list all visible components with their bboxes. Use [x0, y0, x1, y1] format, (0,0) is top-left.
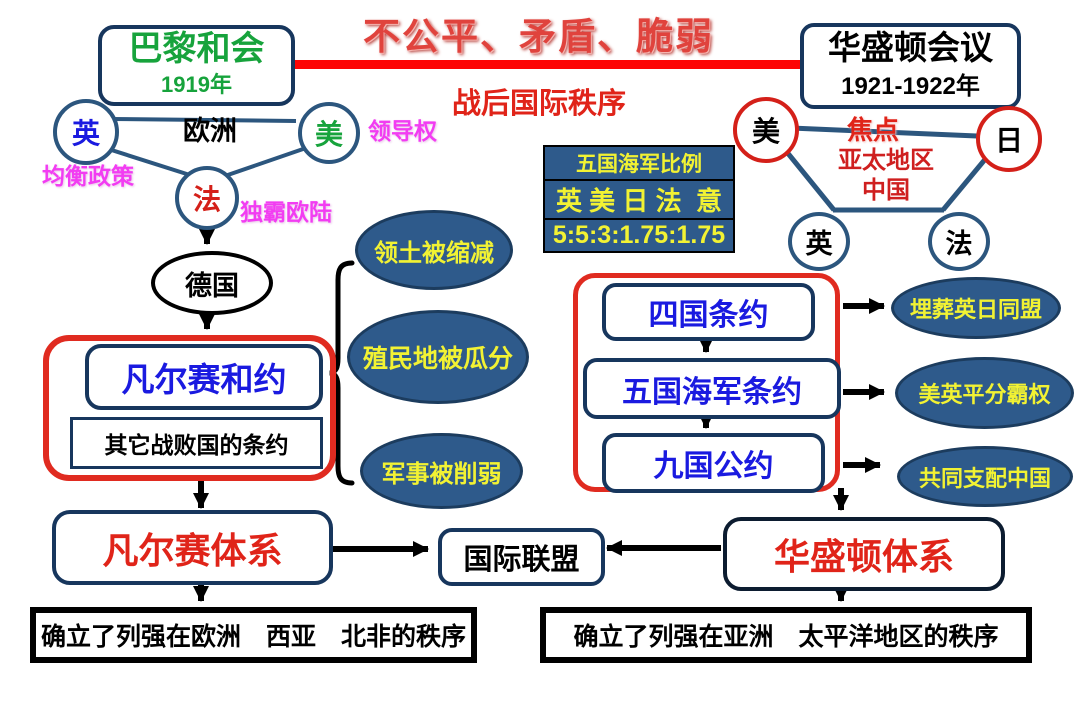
- washington-jp-circle: 日: [976, 106, 1042, 172]
- washington-conference-title: 华盛顿会议: [828, 29, 993, 67]
- banner-subtitle: 战后国际秩序: [452, 88, 627, 120]
- washington-conference-box: 华盛顿会议 1921-1922年: [800, 23, 1021, 109]
- washington-trapezoid-lines: [780, 125, 989, 213]
- washington-outcome-box: 确立了列强在亚洲 太平洋地区的秩序: [540, 607, 1032, 663]
- washington-jp-label: 日: [994, 125, 1023, 156]
- paris-conference-year: 1919年: [161, 72, 232, 98]
- paris-conference-box: 巴黎和会 1919年: [98, 25, 295, 106]
- washington-uk-circle: 英: [788, 212, 850, 271]
- effect-hegemony-label: 美英平分霸权: [918, 382, 1051, 407]
- effect-alliance-label: 埋葬英日同盟: [909, 297, 1042, 322]
- banner-slogan: 不公平、矛盾、脆弱: [363, 16, 714, 57]
- washington-uk-label: 英: [805, 229, 833, 259]
- effect-alliance-ellipse: 埋葬英日同盟: [891, 277, 1061, 339]
- nine-power-treaty-label: 九国公约: [653, 450, 774, 483]
- paris-uk-circle: 英: [53, 99, 119, 165]
- league-of-nations-box: 国际联盟: [438, 528, 605, 586]
- paris-us-circle: 美: [298, 102, 360, 164]
- germany-label: 德国: [185, 270, 239, 301]
- washington-us-circle: 美: [733, 97, 799, 163]
- effect-china-ellipse: 共同支配中国: [897, 446, 1073, 507]
- five-power-naval-treaty-box: 五国海军条约: [583, 358, 841, 419]
- effect-china-label: 共同支配中国: [918, 465, 1051, 491]
- versailles-treaty-group: [43, 335, 336, 481]
- uk-policy-note: 均衡政策: [42, 163, 134, 189]
- versailles-treaty-label: 凡尔赛和约: [121, 361, 287, 398]
- versailles-system-label: 凡尔赛体系: [102, 529, 283, 571]
- versailles-outcome-label: 确立了列强在欧洲 西亚 北非的秩序: [40, 623, 466, 651]
- league-of-nations-label: 国际联盟: [463, 544, 580, 576]
- four-power-treaty-box: 四国条约: [602, 283, 815, 341]
- washington-outcome-label: 确立了列强在亚洲 太平洋地区的秩序: [573, 623, 999, 651]
- effect-territory-label: 领土被缩减: [374, 239, 494, 267]
- effect-hegemony-ellipse: 美英平分霸权: [895, 357, 1074, 429]
- versailles-treaty-box: 凡尔赛和约: [85, 344, 323, 410]
- five-power-naval-treaty-label: 五国海军条约: [622, 375, 802, 409]
- paris-uk-label: 英: [71, 118, 100, 149]
- paris-us-label: 美: [314, 119, 343, 150]
- washington-fr-label: 法: [945, 229, 973, 259]
- versailles-outcome-box: 确立了列强在欧洲 西亚 北非的秩序: [30, 607, 477, 663]
- paris-fr-circle: 法: [175, 166, 239, 230]
- fr-dominance-note: 独霸欧陆: [240, 199, 332, 225]
- focus-region-line2: 中国: [862, 177, 910, 204]
- washington-conference-year: 1921-1922年: [841, 72, 980, 100]
- effect-military-label: 军事被削弱: [381, 460, 502, 488]
- other-defeated-treaties-box: 其它战败国的条约: [70, 417, 323, 469]
- focus-region-label: 亚太地区 中国: [822, 145, 950, 207]
- paris-conference-title: 巴黎和会: [128, 29, 265, 68]
- us-leadership-note: 领导权: [368, 118, 437, 144]
- effect-military-ellipse: 军事被削弱: [360, 433, 523, 509]
- naval-ratio-title: 五国海军比例: [545, 147, 733, 181]
- paris-fr-label: 法: [192, 184, 221, 215]
- four-power-treaty-label: 四国条约: [648, 299, 769, 332]
- effect-territory-ellipse: 领土被缩减: [355, 210, 513, 290]
- banner-divider-line: [287, 60, 803, 69]
- nine-power-treaty-box: 九国公约: [602, 433, 825, 493]
- effect-colonies-label: 殖民地被瓜分: [362, 345, 513, 373]
- washington-us-label: 美: [751, 116, 780, 147]
- naval-ratio-table: 五国海军比例 英 美 日 法 意 5:5:3:1.75:1.75: [543, 145, 735, 253]
- washington-system-label: 华盛顿体系: [773, 536, 954, 577]
- focus-label: 焦点: [847, 115, 900, 145]
- paris-triangle-lines: [101, 117, 307, 180]
- europe-label: 欧洲: [183, 115, 237, 146]
- other-defeated-treaties-label: 其它战败国的条约: [104, 432, 289, 458]
- naval-ratio-countries: 英 美 日 法 意: [545, 181, 733, 220]
- focus-region-line1: 亚太地区: [838, 147, 934, 174]
- effect-colonies-ellipse: 殖民地被瓜分: [347, 310, 529, 404]
- washington-fr-circle: 法: [928, 212, 990, 271]
- naval-ratio-values: 5:5:3:1.75:1.75: [552, 220, 726, 249]
- versailles-system-box: 凡尔赛体系: [52, 510, 333, 585]
- washington-system-box: 华盛顿体系: [723, 517, 1005, 591]
- germany-ellipse: 德国: [151, 251, 273, 315]
